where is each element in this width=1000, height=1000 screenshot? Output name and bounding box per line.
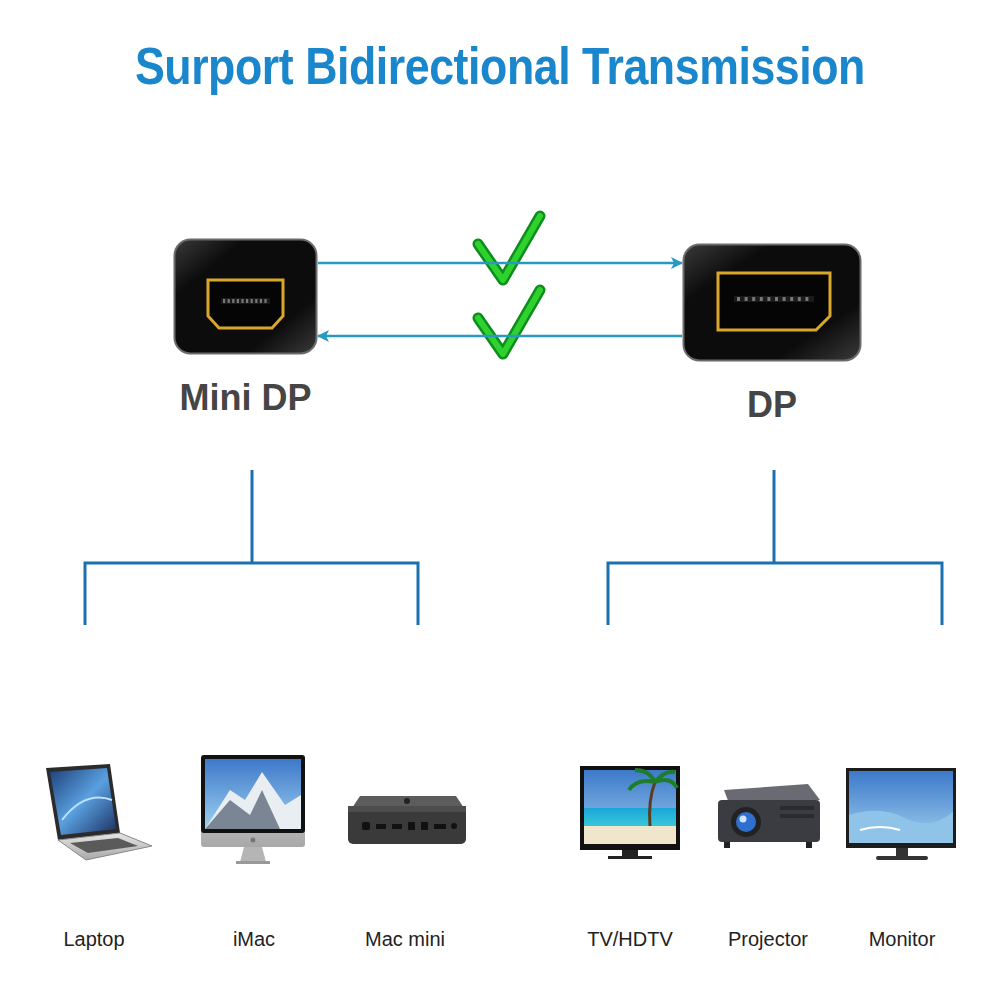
projector-icon [718,784,820,848]
port-box: Mini DP [173,238,318,355]
port-label: DP [747,384,797,426]
device-label: TV/HDTV [587,928,673,951]
imac-icon [201,755,305,864]
mac-mini-icon [348,796,466,844]
device-label: Monitor [869,928,936,951]
port-icon [682,243,862,362]
title-bar: Surport Bidirectional Transmission [0,36,1000,96]
device-label: Mac mini [365,928,445,951]
laptop-icon [46,764,152,860]
device-label: Laptop [63,928,124,951]
device-label: Projector [728,928,808,951]
tv-icon [580,766,680,859]
arrow-connector [318,262,682,265]
check-mark [478,216,540,354]
port-icon [173,238,318,355]
device-label: iMac [233,928,275,951]
port-label: Mini DP [180,377,312,419]
port-box: DP [682,243,862,362]
monitor-icon [846,768,956,860]
title-text: Surport Bidirectional Transmission [135,36,865,96]
arrow-connector [318,335,682,338]
bracket [85,470,942,625]
